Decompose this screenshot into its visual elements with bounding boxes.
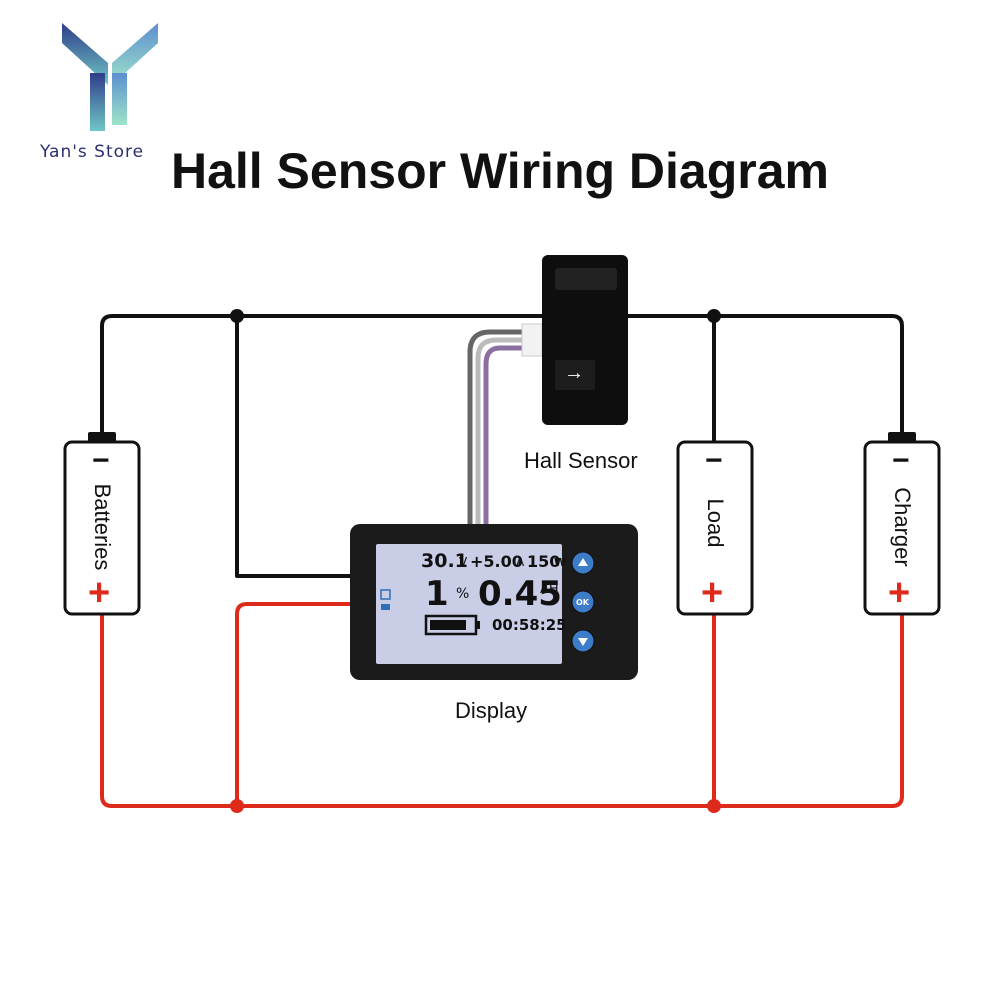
store-logo-icon (62, 23, 158, 131)
negative-wires (100, 314, 904, 578)
lcd-power-unit: W (554, 556, 567, 569)
batteries-body (63, 432, 141, 616)
lcd-voltage-unit: V (459, 555, 468, 569)
charger-body (863, 432, 941, 616)
batteries-label: Batteries (90, 483, 115, 571)
hall-sensor-arrow-icon: → (564, 362, 584, 384)
charger-minus-sign: − (892, 444, 910, 477)
charger-label: Charger (890, 487, 915, 567)
lcd-capacity-unit: AH (540, 582, 559, 597)
display-buttons (571, 551, 595, 653)
diagram-title: Hall Sensor Wiring Diagram (170, 143, 830, 199)
batteries-plus-sign: + (88, 572, 111, 614)
display-label: Display (455, 698, 528, 723)
display-body (350, 524, 638, 680)
load-body (676, 440, 754, 616)
hall-sensor-body (542, 255, 628, 425)
junction-dots-positive (230, 799, 721, 813)
junction-dots-negative (230, 309, 721, 323)
lcd-ok-button-label: OK (576, 598, 589, 607)
lcd-capacity: 0.45 (478, 574, 562, 614)
sensor-cable (467, 329, 535, 537)
hall-sensor-label: Hall Sensor (524, 448, 638, 473)
load-minus-sign: − (705, 444, 723, 477)
lcd-percent-unit: % (456, 586, 470, 602)
sensor-connector (521, 323, 543, 357)
lcd-current-unit: A (516, 555, 525, 569)
positive-wires (100, 602, 904, 808)
lcd-time: 00:58:25 (492, 616, 567, 634)
load-label: Load (703, 498, 728, 548)
store-name: Yan's Store (40, 142, 145, 162)
load-plus-sign: + (701, 572, 724, 614)
lcd-percent: 1 (425, 574, 449, 614)
lcd-current: +5.00 (470, 552, 523, 571)
lcd-power: 150 (527, 552, 561, 571)
lcd-voltage: 30.1 (421, 550, 468, 572)
charger-plus-sign: + (888, 572, 911, 614)
batteries-minus-sign: − (92, 444, 110, 477)
